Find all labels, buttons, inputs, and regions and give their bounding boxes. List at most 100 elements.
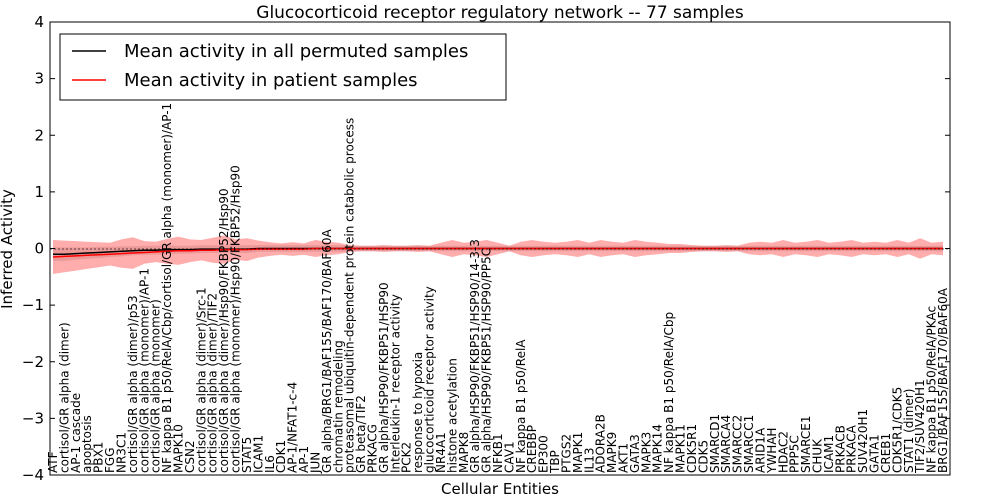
x-category-label: STAT1 (dimer) bbox=[902, 389, 916, 473]
x-category-label: cortisol/GR alpha (dimer)/TIF2 bbox=[206, 293, 220, 473]
x-category-label: ICAM1 bbox=[822, 435, 836, 473]
x-category-label: SMARCC2 bbox=[731, 415, 745, 473]
x-category-label: ADORA2B bbox=[594, 414, 608, 473]
x-category-label: cortisol/GR alpha (monomer)/Hsp90/FKBP52… bbox=[229, 165, 243, 473]
x-category-label: AP-1 cascade bbox=[69, 393, 83, 473]
x-category-label: MAPK3 bbox=[639, 432, 653, 473]
x-category-label: apoptosis bbox=[80, 415, 94, 473]
x-category-label: ARID1A bbox=[753, 427, 767, 473]
x-category-label: GATA3 bbox=[628, 434, 642, 473]
x-category-label: NF kappa B1 p50/RelA/Cbp bbox=[662, 312, 676, 473]
x-category-label: PBX1 bbox=[92, 442, 106, 473]
x-category-label: response to hypoxia bbox=[411, 352, 425, 473]
y-tick-label: −1 bbox=[22, 296, 44, 314]
x-category-label: SMARCD1 bbox=[708, 414, 722, 473]
x-category-label: GR alpha/BRG1/BAF155/BAF170/BAF60A bbox=[320, 228, 334, 473]
x-category-label: PRKACB bbox=[833, 425, 847, 473]
x-category-label: AP-1/NFAT1-c-4 bbox=[286, 382, 300, 473]
legend-box bbox=[59, 33, 507, 101]
x-category-label: AP-1 bbox=[297, 446, 311, 473]
x-category-label: NR3C1 bbox=[114, 432, 128, 473]
x-category-label: NF kappa B1 p50/RelA bbox=[514, 339, 528, 473]
x-category-label: histone acetylation bbox=[445, 358, 459, 473]
x-category-label: MAPK10 bbox=[172, 424, 186, 473]
y-tick-label: −2 bbox=[22, 353, 44, 371]
y-tick-label: 1 bbox=[34, 183, 44, 201]
x-category-label: ATF bbox=[46, 451, 60, 473]
x-category-label: PTGS2 bbox=[559, 434, 573, 473]
x-category-label: CAV1 bbox=[502, 441, 516, 473]
x-category-label: SMARCC1 bbox=[742, 415, 756, 473]
y-tick-label: 2 bbox=[34, 126, 44, 144]
x-category-label: SMARCE1 bbox=[799, 415, 813, 473]
x-category-label: BRG1/BAF155/BAF170/BAF60A bbox=[936, 287, 950, 473]
x-axis-label: Cellular Entities bbox=[441, 480, 559, 498]
x-category-label: MAPK14 bbox=[651, 424, 665, 473]
x-category-label: MAPK9 bbox=[605, 432, 619, 473]
y-axis-label: Inferred Activity bbox=[0, 189, 16, 309]
x-category-label: TIF2/SUV420H1 bbox=[913, 379, 927, 474]
x-category-label: cortisol/GR alpha (dimer) bbox=[57, 322, 71, 473]
x-category-label: YWHAH bbox=[765, 428, 779, 474]
x-category-label: HDAC2 bbox=[776, 431, 790, 473]
legend-label-patient: Mean activity in patient samples bbox=[124, 70, 418, 91]
x-category-label: PCK2 bbox=[400, 442, 414, 473]
x-category-label: Interleukin-1 receptor activity bbox=[388, 294, 402, 473]
y-tick-label: 0 bbox=[34, 240, 44, 258]
x-category-label: CDK5R1 bbox=[685, 424, 699, 473]
x-category-label: IL6 bbox=[263, 455, 277, 473]
x-category-label: AKT1 bbox=[617, 443, 631, 473]
x-category-label: CREB1 bbox=[879, 433, 893, 473]
y-tick-label: 3 bbox=[34, 70, 44, 88]
y-tick-label: 4 bbox=[34, 13, 44, 31]
x-category-label: PRKACA bbox=[845, 424, 859, 473]
y-axis: −4 −3 −2 −1 0 1 2 3 4 bbox=[22, 13, 950, 484]
x-category-label: cortisol/GR alpha (dimer)/Hsp90/FKBP52/H… bbox=[217, 188, 231, 473]
x-category-label: PPP5C bbox=[788, 435, 802, 473]
x-category-label: cortisol/GR alpha (dimer)/p53 bbox=[126, 295, 140, 473]
legend-label-permuted: Mean activity in all permuted samples bbox=[124, 41, 468, 62]
x-category-label: JUN bbox=[308, 452, 322, 474]
x-category-label: SUV420H1 bbox=[856, 409, 870, 473]
x-category-label: NFKB1 bbox=[491, 433, 505, 473]
band-patient bbox=[53, 235, 943, 274]
x-category-label: CSN2 bbox=[183, 440, 197, 473]
confidence-bands bbox=[53, 235, 943, 274]
chart-title: Glucocorticoid receptor regulatory netwo… bbox=[256, 3, 744, 23]
x-category-label: chromatin remodeling bbox=[331, 340, 345, 473]
x-category-label: NR4A1 bbox=[434, 432, 448, 473]
x-category-label: CDK1 bbox=[274, 440, 288, 473]
x-category-label: MAPK11 bbox=[674, 424, 688, 473]
x-category-label: cortisol/GR alpha (dimer)/Src-1 bbox=[194, 287, 208, 473]
x-category-label: GR alpha/HSP90/FKBP51/HSP90 bbox=[377, 282, 391, 473]
x-category-label: NF kappa B1 p50/RelA/Cbp/cortisol/GR alp… bbox=[160, 103, 174, 473]
x-category-label: FGG bbox=[103, 448, 117, 474]
x-category-label: CDK5 bbox=[696, 440, 710, 473]
x-category-label: GR alpha/HSP90/FKBP51/HSP90/14-3-3 bbox=[468, 239, 482, 473]
x-category-label: glucocorticoid receptor activity bbox=[423, 286, 437, 473]
x-category-label: GR alpha/HSP90/FKBP51/HSP90/PP5C bbox=[480, 248, 494, 473]
y-tick-label: −4 bbox=[22, 466, 44, 484]
x-category-label: cortisol/GR alpha (monomer) bbox=[149, 299, 163, 473]
x-category-label: TBP bbox=[548, 450, 562, 474]
y-tick-label: −3 bbox=[22, 409, 44, 427]
x-category-label: GR beta/TIF2 bbox=[354, 395, 368, 473]
x-category-label: proteasomal ubiquitin-dependent protein … bbox=[343, 118, 357, 473]
x-category-label: CREBBP bbox=[525, 425, 539, 473]
x-category-label: NF kappa B1 p50/RelA/PKAc bbox=[925, 306, 939, 473]
x-category-label: STAT5 bbox=[240, 437, 254, 473]
x-category-label: MAPK1 bbox=[571, 432, 585, 473]
x-category-label: CHUK bbox=[810, 438, 824, 473]
x-category-label: cortisol/GR alpha (monomer)/AP-1 bbox=[137, 268, 151, 473]
x-category-label: IL13 bbox=[582, 448, 596, 474]
x-category-label: MAPK8 bbox=[457, 432, 471, 473]
x-category-label: SMARCA4 bbox=[719, 415, 733, 473]
x-category-label: PRKACG bbox=[365, 424, 379, 473]
x-category-label: ICAM1 bbox=[251, 435, 265, 473]
x-category-label: GATA1 bbox=[868, 434, 882, 473]
x-category-label: EP300 bbox=[537, 435, 551, 473]
legend: Mean activity in all permuted samples Me… bbox=[59, 33, 507, 101]
x-category-label: CDK5R1/CDK5 bbox=[890, 387, 904, 473]
